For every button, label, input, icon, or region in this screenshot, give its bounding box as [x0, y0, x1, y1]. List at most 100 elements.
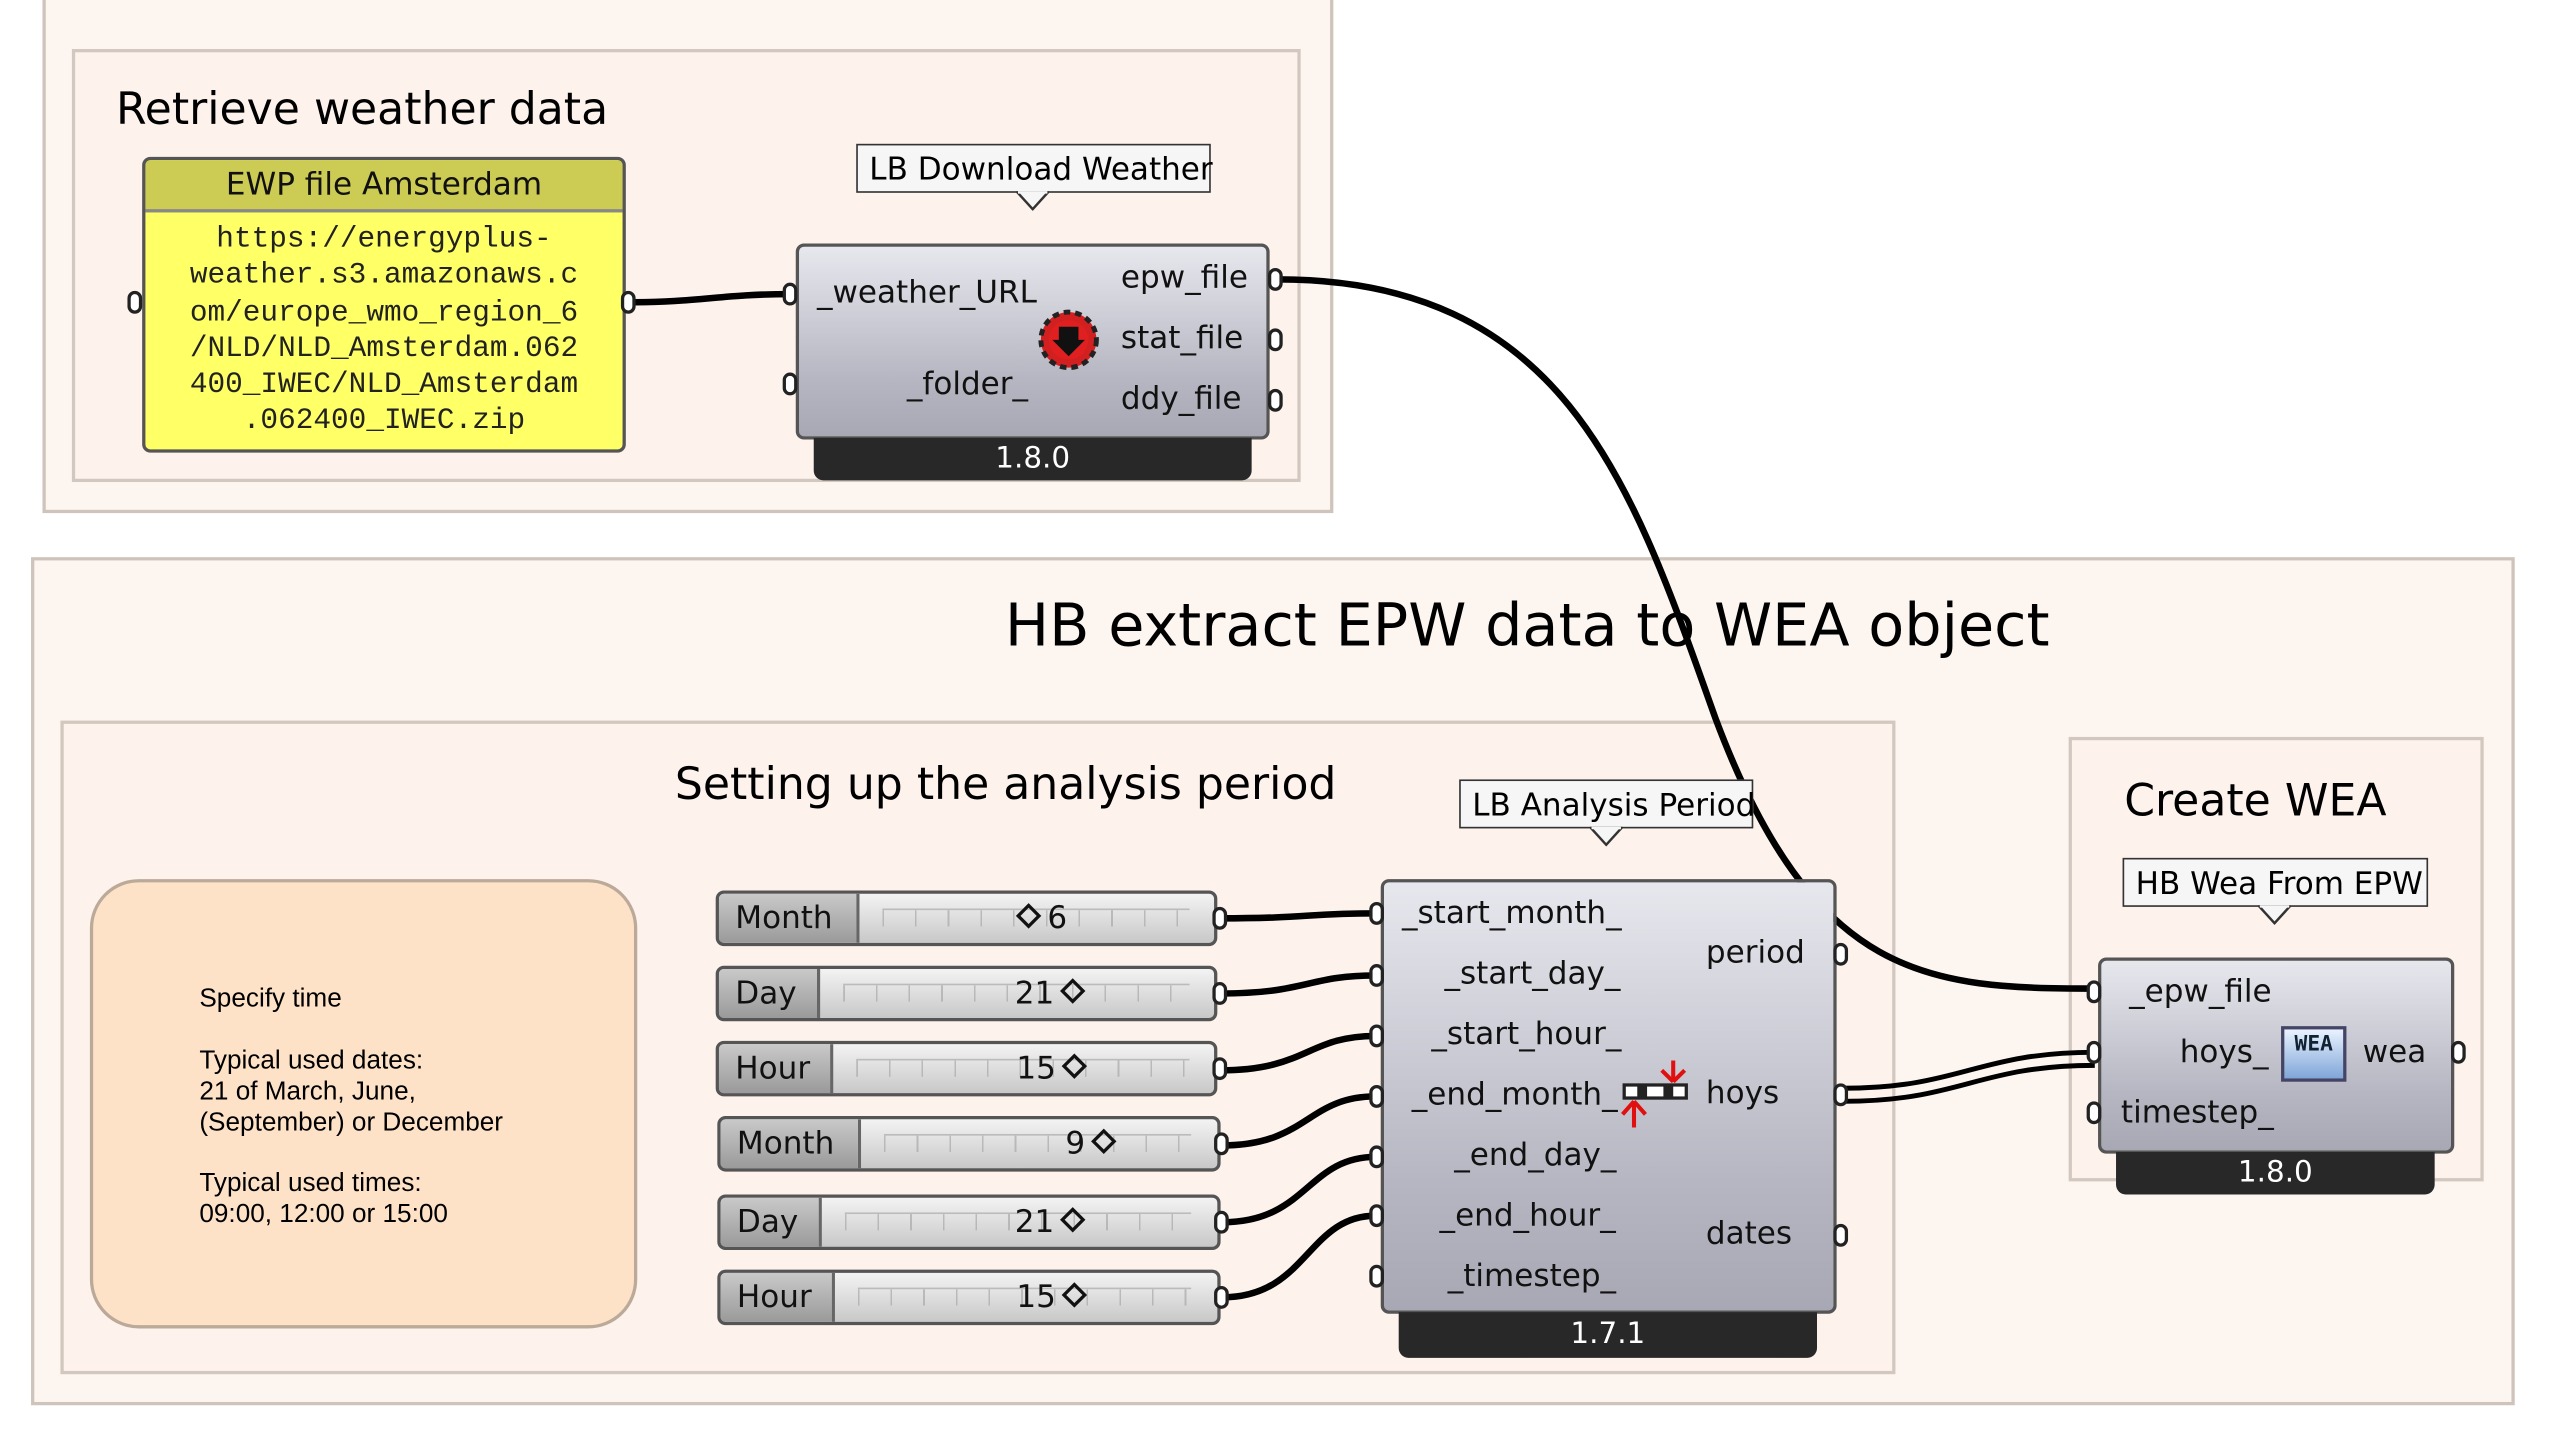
- input-start-month[interactable]: _start_month_: [1401, 895, 1622, 932]
- analysis-in-jack-start-month[interactable]: [1369, 901, 1384, 925]
- output-hoys[interactable]: hoys: [1705, 1075, 1780, 1112]
- slider-end-month[interactable]: Month 9: [717, 1116, 1221, 1172]
- wea-from-epw-tag: HB Wea From EPW: [2122, 857, 2429, 907]
- download-in-jack-url[interactable]: [782, 282, 798, 306]
- download-out-jack-stat[interactable]: [1267, 328, 1283, 352]
- slider-out-jack[interactable]: [1212, 1057, 1228, 1081]
- slider-grip[interactable]: [1015, 903, 1042, 929]
- slider-end-day[interactable]: Day 21: [717, 1194, 1221, 1251]
- slider-start-hour[interactable]: Hour 15: [715, 1040, 1218, 1097]
- note-dates-line2: (September) or December: [199, 1109, 504, 1138]
- slider-end-hour[interactable]: Hour 15: [717, 1269, 1221, 1326]
- wire-hoys-a: [1843, 1049, 2095, 1091]
- wire-start-day: [1220, 972, 1376, 997]
- analysis-out-jack-period[interactable]: [1833, 942, 1849, 966]
- slider-start-day[interactable]: Day 21: [715, 965, 1218, 1022]
- analysis-in-jack-timestep[interactable]: [1369, 1264, 1384, 1288]
- slider-label: Month: [720, 1119, 862, 1169]
- analysis-in-jack-start-day[interactable]: [1369, 964, 1384, 987]
- note-heading: Specify time: [199, 985, 342, 1014]
- analysis-in-jack-start-hour[interactable]: [1369, 1024, 1384, 1048]
- download-weather-tag: LB Download Weather: [856, 143, 1213, 193]
- slider-track[interactable]: [843, 983, 1190, 1002]
- slider-out-jack[interactable]: [1214, 1132, 1229, 1156]
- panel-output-jack[interactable]: [620, 290, 636, 314]
- download-out-jack-ddy[interactable]: [1267, 388, 1283, 412]
- wire-hoys-b: [1843, 1062, 2095, 1104]
- slider-track[interactable]: [844, 1212, 1192, 1231]
- download-weather-icon: [1038, 309, 1099, 371]
- note-times-line1: 09:00, 12:00 or 15:00: [199, 1200, 448, 1229]
- analysis-in-jack-end-day[interactable]: [1369, 1145, 1384, 1169]
- wea-in-jack-timestep[interactable]: [2086, 1101, 2102, 1125]
- download-weather-component[interactable]: [795, 243, 1270, 440]
- wea-in-jack-hoys[interactable]: [2086, 1040, 2102, 1064]
- slider-label: Day: [718, 968, 821, 1018]
- slider-grip[interactable]: [1091, 1128, 1117, 1155]
- slider-out-jack[interactable]: [1214, 1210, 1229, 1234]
- analysis-in-jack-end-month[interactable]: [1369, 1084, 1384, 1108]
- analysis-in-jack-end-hour[interactable]: [1369, 1204, 1384, 1228]
- panel-input-jack[interactable]: [127, 290, 143, 314]
- slider-out-jack[interactable]: [1212, 906, 1228, 930]
- input-start-day[interactable]: _start_day_: [1444, 955, 1621, 992]
- slider-track[interactable]: [857, 1287, 1192, 1306]
- epw-url-panel[interactable]: EWP file Amsterdam https://energyplus- w…: [142, 156, 626, 453]
- panel-text: https://energyplus- weather.s3.amazonaws…: [145, 212, 622, 440]
- slider-track[interactable]: [856, 1058, 1190, 1077]
- slider-value: 9: [1065, 1119, 1122, 1168]
- slider-value: 21: [1015, 1198, 1092, 1247]
- slider-label: Hour: [718, 1044, 834, 1094]
- input-weather-url[interactable]: _weather_URL: [817, 274, 1037, 311]
- input-timestep[interactable]: timestep_: [2120, 1094, 2274, 1131]
- slider-out-jack[interactable]: [1212, 982, 1228, 1005]
- input-end-month[interactable]: _end_month_: [1411, 1076, 1618, 1113]
- input-end-hour[interactable]: _end_hour_: [1439, 1197, 1616, 1234]
- slider-grip[interactable]: [1061, 1053, 1088, 1079]
- wire-epw: [1277, 276, 2095, 992]
- output-stat-file[interactable]: stat_file: [1120, 320, 1244, 357]
- output-period[interactable]: period: [1705, 934, 1805, 971]
- output-epw-file[interactable]: epw_file: [1120, 259, 1248, 296]
- analysis-out-jack-dates[interactable]: [1833, 1223, 1849, 1247]
- wea-out-jack[interactable]: [2451, 1040, 2466, 1064]
- slider-track[interactable]: [882, 908, 1190, 927]
- note-dates-line1: 21 of March, June,: [199, 1078, 416, 1107]
- note-times-title: Typical used times:: [199, 1169, 422, 1198]
- wire-start-hour: [1220, 1032, 1376, 1074]
- input-epw-file[interactable]: _epw_file: [2129, 973, 2272, 1010]
- slider-track[interactable]: [883, 1133, 1192, 1152]
- input-folder[interactable]: _folder_: [906, 366, 1029, 402]
- slider-out-jack[interactable]: [1214, 1285, 1229, 1309]
- wire-end-month: [1222, 1093, 1376, 1149]
- slider-start-month[interactable]: Month 6: [715, 890, 1218, 947]
- input-start-hour[interactable]: _start_hour_: [1431, 1016, 1622, 1053]
- output-ddy-file[interactable]: ddy_file: [1120, 380, 1242, 417]
- download-tag-pointer: [1016, 191, 1050, 211]
- slider-value: 21: [1015, 969, 1092, 1018]
- wea-from-epw-component[interactable]: [2098, 957, 2455, 1154]
- panel-line: 400_IWEC/NLD_Amsterdam: [189, 369, 579, 403]
- slider-label: Hour: [720, 1272, 835, 1322]
- output-wea[interactable]: wea: [2362, 1034, 2427, 1071]
- analysis-period-icon: [1621, 1060, 1688, 1128]
- slider-value: 6: [1010, 894, 1067, 943]
- wire-url: [625, 290, 791, 306]
- analysis-period-tag: LB Analysis Period: [1459, 779, 1755, 829]
- wire-end-day: [1222, 1153, 1376, 1226]
- output-dates[interactable]: dates: [1705, 1215, 1793, 1252]
- download-in-jack-folder[interactable]: [782, 372, 798, 396]
- input-hoys[interactable]: hoys_: [2179, 1034, 2269, 1071]
- slider-label: Month: [718, 893, 860, 943]
- input-timestep[interactable]: _timestep_: [1447, 1258, 1617, 1295]
- wire-start-month: [1220, 910, 1376, 922]
- analysis-out-jack-hoys[interactable]: [1833, 1083, 1849, 1107]
- input-end-day[interactable]: _end_day_: [1454, 1137, 1617, 1174]
- wea-in-jack-epw[interactable]: [2086, 980, 2102, 1004]
- extract-epw-title: HB extract EPW data to WEA object: [1004, 593, 2050, 661]
- slider-grip[interactable]: [1060, 978, 1086, 1004]
- slider-grip[interactable]: [1061, 1282, 1088, 1308]
- download-out-jack-epw[interactable]: [1267, 267, 1283, 291]
- slider-grip[interactable]: [1060, 1207, 1086, 1233]
